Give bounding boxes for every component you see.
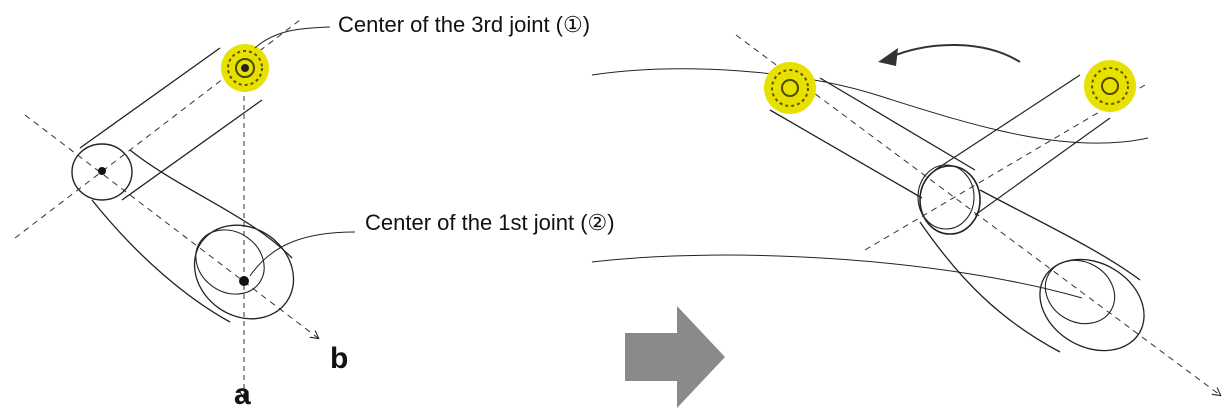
- upper-arm-outline: [79, 47, 263, 201]
- elbow-joint: [71, 143, 133, 201]
- right-elbow-joint: [919, 165, 981, 235]
- left-arm-figure: [14, 19, 356, 398]
- third-joint-center-dot: [241, 64, 249, 72]
- axis-b-label: b: [330, 342, 349, 375]
- right-lower-arm: [919, 189, 1141, 353]
- lower-arm-outline: [91, 149, 293, 323]
- rotated-axis-dashed: [735, 34, 1220, 395]
- first-joint-center-dot: [239, 276, 249, 286]
- upper-arc-line: [591, 68, 1149, 144]
- lower-arc-line: [591, 254, 1083, 299]
- first-joint-inner: [195, 229, 265, 295]
- axis-b-dashed: [24, 114, 318, 338]
- first-joint-leader: [249, 231, 356, 277]
- rotated-upper-arm: [769, 77, 976, 199]
- right-arm-figure: [591, 34, 1220, 395]
- right-base-joint-outer: [1039, 258, 1145, 352]
- first-joint-callout: Center of the 1st joint (②): [365, 210, 615, 235]
- first-joint-outer: [193, 224, 295, 320]
- original-upper-arm: [934, 74, 1111, 216]
- third-joint-leader: [254, 26, 331, 49]
- elbow-center-dot: [98, 167, 106, 175]
- transition-arrow-icon: [625, 306, 725, 408]
- axis-a-label: a: [234, 378, 251, 411]
- rotation-arrow-icon: [887, 44, 1021, 63]
- right-base-joint-inner: [1044, 259, 1116, 325]
- third-joint-callout: Center of the 3rd joint (①): [338, 12, 591, 37]
